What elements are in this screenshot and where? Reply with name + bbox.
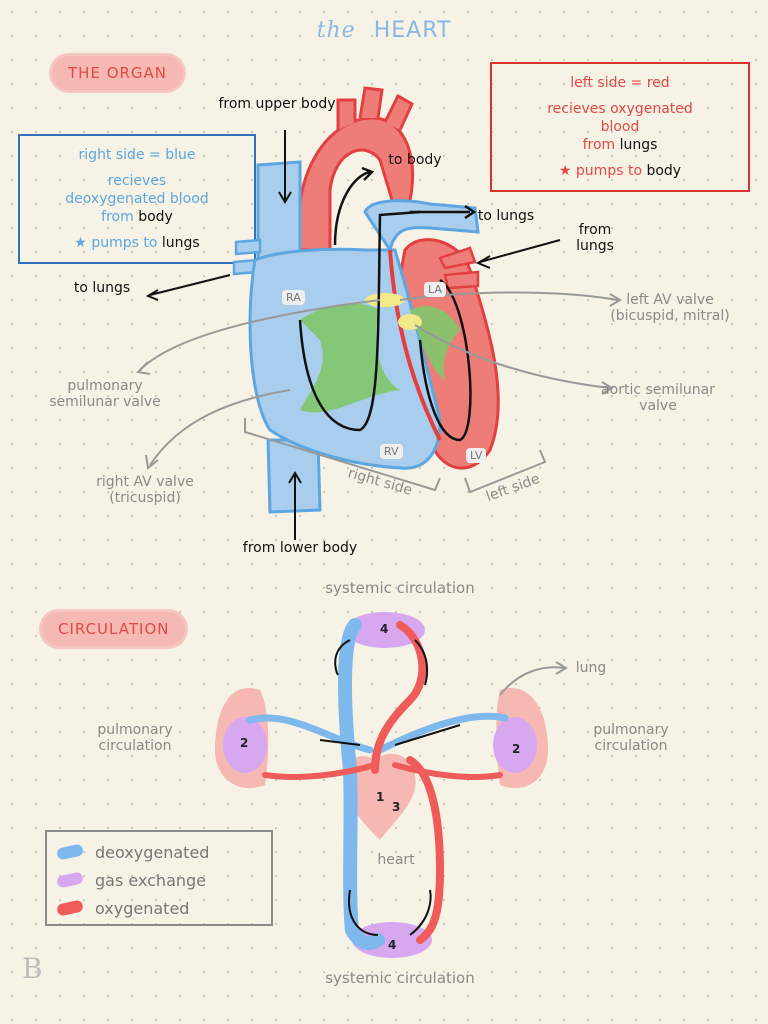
legend-item: oxygenated: [56, 894, 261, 922]
vessel-deoxygenated: [338, 618, 385, 950]
label-pulmonary-left: pulmonary circulation: [97, 722, 173, 754]
step-number: 2: [512, 742, 521, 756]
right-side-info-box: right side = blue recieves deoxygenated …: [18, 134, 256, 264]
legend-swatch: [56, 843, 84, 861]
flow-path-left: [418, 278, 472, 442]
label-lung: lung: [575, 660, 607, 676]
label-pulmonary-right: pulmonary circulation: [593, 722, 669, 754]
left-side-info-box: left side = red recieves oxygenated bloo…: [490, 62, 750, 192]
step-number: 2: [240, 736, 249, 750]
label-la: LA: [424, 282, 446, 297]
flow-path-right: [298, 210, 421, 432]
gas-exchange-top: [345, 612, 425, 648]
label-to-lungs-right: to lungs: [477, 208, 535, 224]
legend: deoxygenated gas exchange oxygenated: [45, 830, 273, 926]
arrow-to-lungs-left: [149, 274, 231, 296]
label-pulmonary-valve: pulmonary semilunar valve: [49, 378, 161, 410]
superior-vena-cava: [256, 160, 302, 262]
pointer-tricuspid-valve: [149, 389, 291, 466]
gas-exchange-right: [493, 717, 537, 773]
label-left-av-valve: left AV valve (bicuspid, mitral): [610, 292, 730, 324]
signature-logo: B: [22, 952, 43, 985]
pointer-pulmonary-valve: [139, 299, 381, 371]
label-rv: RV: [380, 444, 403, 459]
step-number: 1: [376, 790, 385, 804]
label-systemic-top: systemic circulation: [325, 579, 475, 597]
star-icon: ★: [558, 163, 572, 179]
label-heart: heart: [377, 852, 415, 868]
section-label-circulation: CIRCULATION: [42, 612, 186, 646]
pointer-aortic-valve: [414, 324, 611, 389]
heart-shape: [345, 753, 416, 840]
legend-swatch: [56, 899, 84, 917]
arrow-from-lungs: [479, 239, 561, 263]
star-icon: ★: [74, 235, 87, 251]
label-aortic-valve: aortic semilunar valve: [601, 382, 715, 414]
legend-item: gas exchange: [56, 866, 261, 894]
vessel-oxygenated: [371, 621, 427, 774]
label-systemic-bottom: systemic circulation: [325, 969, 475, 987]
label-right-av-valve: right AV valve (tricuspid): [96, 474, 194, 506]
circulation-diagram: [215, 612, 568, 958]
pulmonary-semilunar-valve-shape: [365, 293, 405, 307]
legend-item: deoxygenated: [56, 838, 261, 866]
pulmonary-veins: [438, 246, 480, 290]
mitral-valve: [410, 306, 460, 380]
page-title: the HEART: [316, 18, 452, 43]
heart-diagram: [135, 86, 622, 540]
legend-swatch: [56, 871, 84, 889]
aorta: [297, 116, 415, 252]
label-to-body: to body: [388, 152, 442, 168]
gas-exchange-left: [223, 717, 267, 773]
bracket-right-side: [244, 418, 441, 492]
label-lv: LV: [466, 448, 487, 463]
step-number: 4: [388, 938, 397, 952]
label-from-lower-body: from lower body: [242, 540, 358, 556]
bracket-left-side: [464, 449, 547, 494]
label-to-lungs-left: to lungs: [73, 280, 131, 296]
step-number: 4: [380, 622, 389, 636]
label-from-lungs: from lungs: [576, 222, 614, 254]
label-from-upper-body: from upper body: [218, 96, 336, 112]
aortic-branches: [336, 86, 414, 131]
section-label-organ: THE ORGAN: [52, 56, 184, 90]
label-ra: RA: [282, 290, 305, 305]
step-number: 3: [392, 800, 401, 814]
